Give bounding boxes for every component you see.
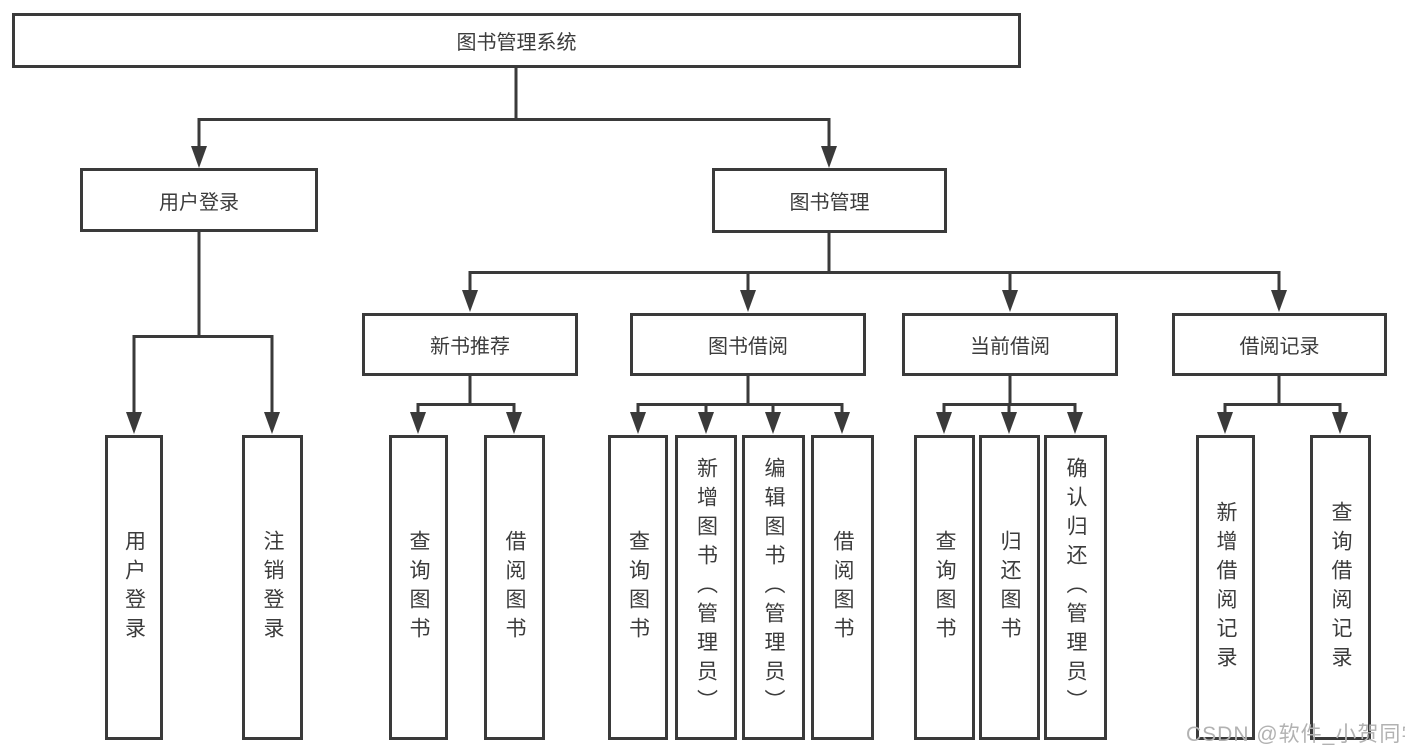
leaf-query-books-current: 查询图书	[914, 435, 975, 740]
leaf-label: 新增图书（管理员）	[694, 457, 718, 718]
leaf-label: 查询借阅记录	[1329, 500, 1353, 675]
leaf-label: 新增借阅记录	[1214, 500, 1238, 675]
node-root-library-system: 图书管理系统	[12, 13, 1021, 68]
leaf-label: 用户登录	[122, 529, 146, 646]
leaf-user-login: 用户登录	[105, 435, 163, 740]
node-current-borrowing: 当前借阅	[902, 313, 1118, 376]
leaf-label: 借阅图书	[831, 529, 855, 646]
leaf-edit-books-admin: 编辑图书（管理员）	[742, 435, 805, 740]
leaf-return-books: 归还图书	[979, 435, 1040, 740]
leaf-label: 借阅图书	[503, 529, 527, 646]
node-user-login: 用户登录	[80, 168, 318, 232]
leaf-query-borrow-record: 查询借阅记录	[1310, 435, 1371, 740]
node-borrowing-records: 借阅记录	[1172, 313, 1387, 376]
leaf-add-borrow-record: 新增借阅记录	[1196, 435, 1255, 740]
node-book-management: 图书管理	[712, 168, 947, 233]
leaf-label: 归还图书	[998, 529, 1022, 646]
leaf-label: 查询图书	[407, 529, 431, 646]
leaf-query-books-recommend: 查询图书	[389, 435, 448, 740]
leaf-borrow-books: 借阅图书	[811, 435, 874, 740]
leaf-label: 查询图书	[933, 529, 957, 646]
leaf-label: 注销登录	[261, 529, 285, 646]
node-new-book-recommend: 新书推荐	[362, 313, 578, 376]
leaf-confirm-return-admin: 确认归还（管理员）	[1044, 435, 1107, 740]
node-book-borrowing: 图书借阅	[630, 313, 866, 376]
leaf-add-books-admin: 新增图书（管理员）	[675, 435, 737, 740]
leaf-borrow-books-recommend: 借阅图书	[484, 435, 545, 740]
leaf-label: 查询图书	[626, 529, 650, 646]
csdn-watermark: CSDN @软件_小贺同学	[1186, 723, 1405, 746]
leaf-logout: 注销登录	[242, 435, 303, 740]
leaf-label: 确认归还（管理员）	[1064, 457, 1088, 718]
leaf-query-books-borrowing: 查询图书	[608, 435, 668, 740]
leaf-label: 编辑图书（管理员）	[762, 457, 786, 718]
